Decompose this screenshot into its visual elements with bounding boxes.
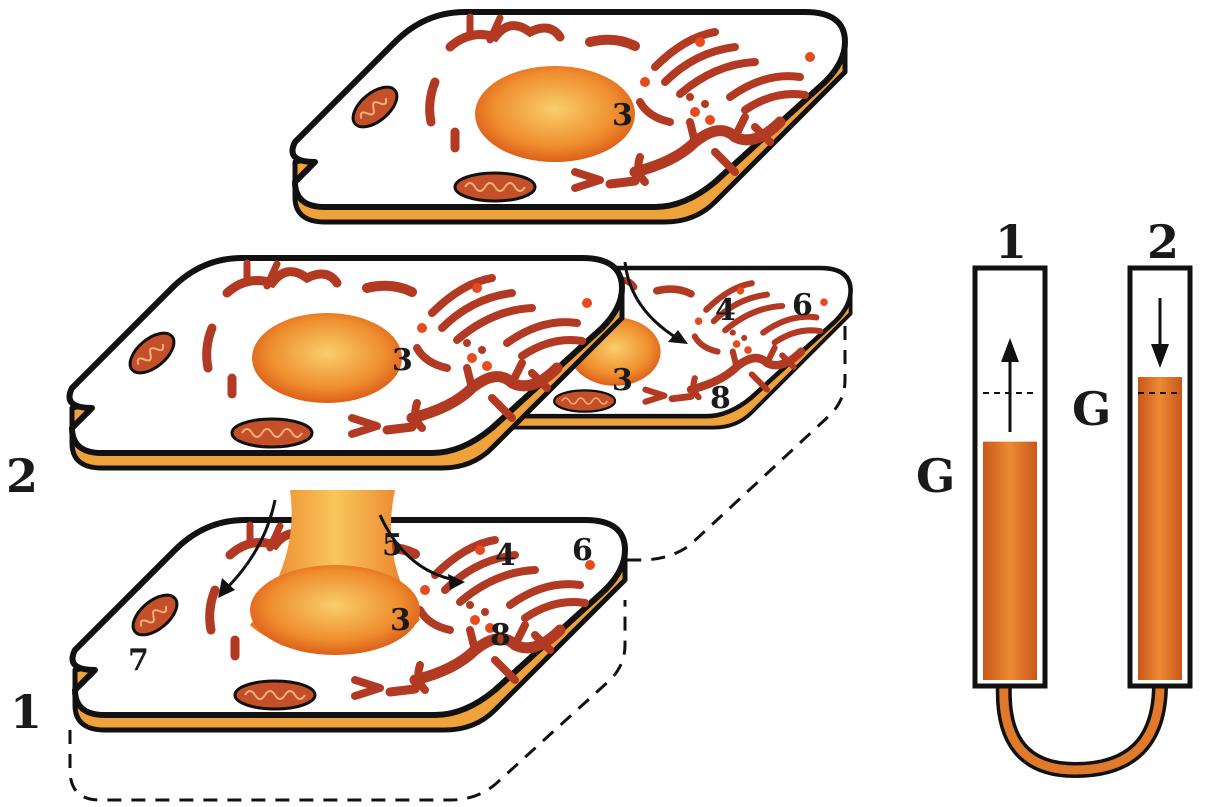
- label-nucleus-back: 3: [612, 363, 633, 398]
- tube-right-fluid: [1138, 377, 1182, 680]
- label-vesicle-back: 4: [715, 293, 736, 328]
- label-network-back: 8: [710, 381, 731, 416]
- label-tube-2: 2: [1147, 215, 1179, 269]
- label-nucleus-top: 3: [612, 98, 633, 133]
- cell-top: [293, 12, 846, 222]
- label-tube-1: 1: [995, 215, 1027, 269]
- u-tube: [975, 268, 1190, 770]
- label-level-2: 2: [6, 449, 38, 503]
- label-granule-back: 6: [792, 288, 813, 323]
- label-level-1: 1: [10, 685, 42, 739]
- label-mitochondrion-bottom: 7: [128, 643, 149, 678]
- label-nucleus-bottom: 3: [390, 603, 411, 638]
- cell-middle: [70, 258, 623, 468]
- label-tube-left-g: G: [916, 449, 955, 503]
- label-channel-bottom: 5: [382, 528, 403, 563]
- label-granule-bottom: 6: [572, 533, 593, 568]
- label-vesicle-bottom: 4: [495, 538, 516, 573]
- label-nucleus-middle: 3: [392, 343, 413, 378]
- label-network-bottom: 8: [490, 618, 511, 653]
- tube-left-fluid: [983, 442, 1037, 680]
- label-tube-right-g: G: [1072, 382, 1111, 436]
